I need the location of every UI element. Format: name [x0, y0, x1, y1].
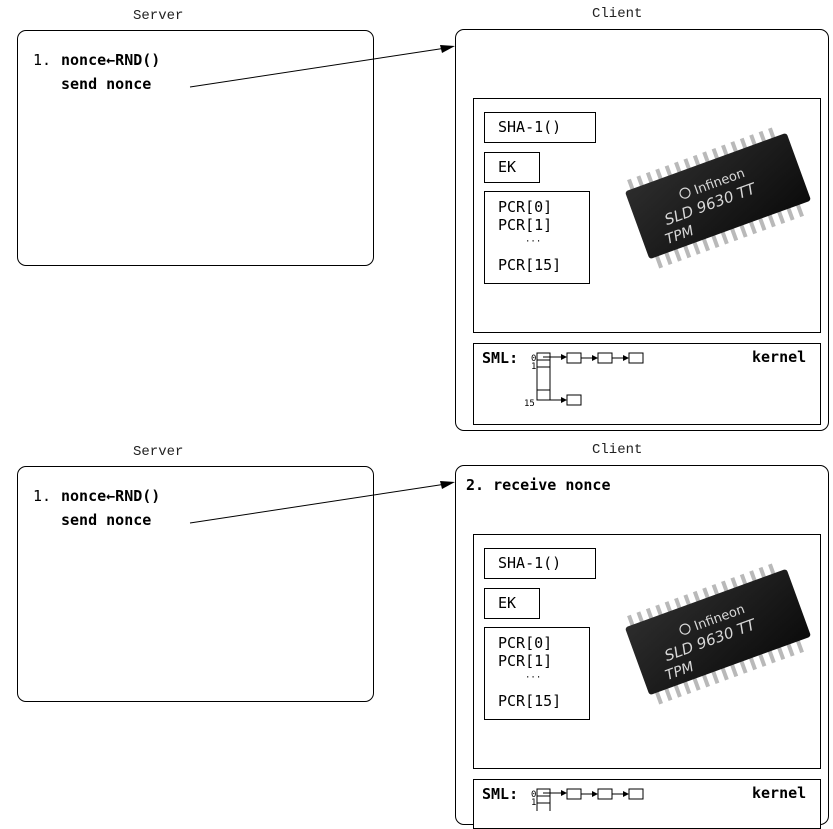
sha1-label: SHA-1() — [498, 118, 562, 136]
sha1-box: SHA-1() — [484, 112, 596, 143]
server-step-line2: send nonce — [61, 511, 152, 529]
pcr0-label: PCR[0] — [498, 198, 553, 216]
pcr15-label: PCR[15] — [498, 256, 562, 274]
server-step-number: 1. — [33, 487, 52, 505]
client-step: 2. receive nonce — [466, 476, 611, 494]
pcr-box: PCR[0] PCR[1] ··· PCR[15] — [484, 191, 590, 284]
client-label: Client — [592, 442, 643, 458]
ek-label: EK — [498, 594, 517, 612]
server-step-line1: nonce←RND() — [61, 51, 161, 69]
pcr-dots: ··· — [525, 673, 542, 683]
sml-index-15: 15 — [524, 399, 535, 409]
pcr15-label: PCR[15] — [498, 692, 562, 710]
sml-index-0: 0 — [531, 790, 537, 800]
tpm-chip-image: Infineon SLD 9630 TT TPM — [625, 127, 811, 269]
pcr0-label: PCR[0] — [498, 634, 553, 652]
sml-index-1: 1 — [531, 362, 537, 372]
sha1-box: SHA-1() — [484, 548, 596, 579]
client-label: Client — [592, 6, 643, 22]
pcr-box: PCR[0] PCR[1] ··· PCR[15] — [484, 627, 590, 720]
kernel-label: kernel — [752, 784, 807, 802]
pcr1-label: PCR[1] — [498, 652, 553, 670]
tpm-chip-image: Infineon SLD 9630 TT TPM — [625, 563, 811, 705]
server-label: Server — [133, 444, 184, 460]
sml-label: SML: — [482, 349, 519, 367]
sml-index-0: 0 — [531, 354, 537, 364]
ek-box: EK — [484, 588, 540, 619]
sml-index-1: 1 — [531, 798, 537, 808]
ek-box: EK — [484, 152, 540, 183]
server-box: 1. nonce←RND() send nonce — [17, 30, 374, 266]
sml-box: SML: kernel 0 1 15 — [473, 343, 821, 425]
server-box: 1. nonce←RND() send nonce — [17, 466, 374, 702]
server-label: Server — [133, 8, 184, 24]
sml-label: SML: — [482, 785, 519, 803]
pcr-dots: ··· — [525, 237, 542, 247]
server-step-line1: nonce←RND() — [61, 487, 161, 505]
kernel-label: kernel — [752, 348, 807, 366]
ek-label: EK — [498, 158, 517, 176]
sha1-label: SHA-1() — [498, 554, 562, 572]
pcr1-label: PCR[1] — [498, 216, 553, 234]
server-step-line2: send nonce — [61, 75, 152, 93]
server-step-number: 1. — [33, 51, 52, 69]
sml-box: SML: kernel 0 1 — [473, 779, 821, 829]
